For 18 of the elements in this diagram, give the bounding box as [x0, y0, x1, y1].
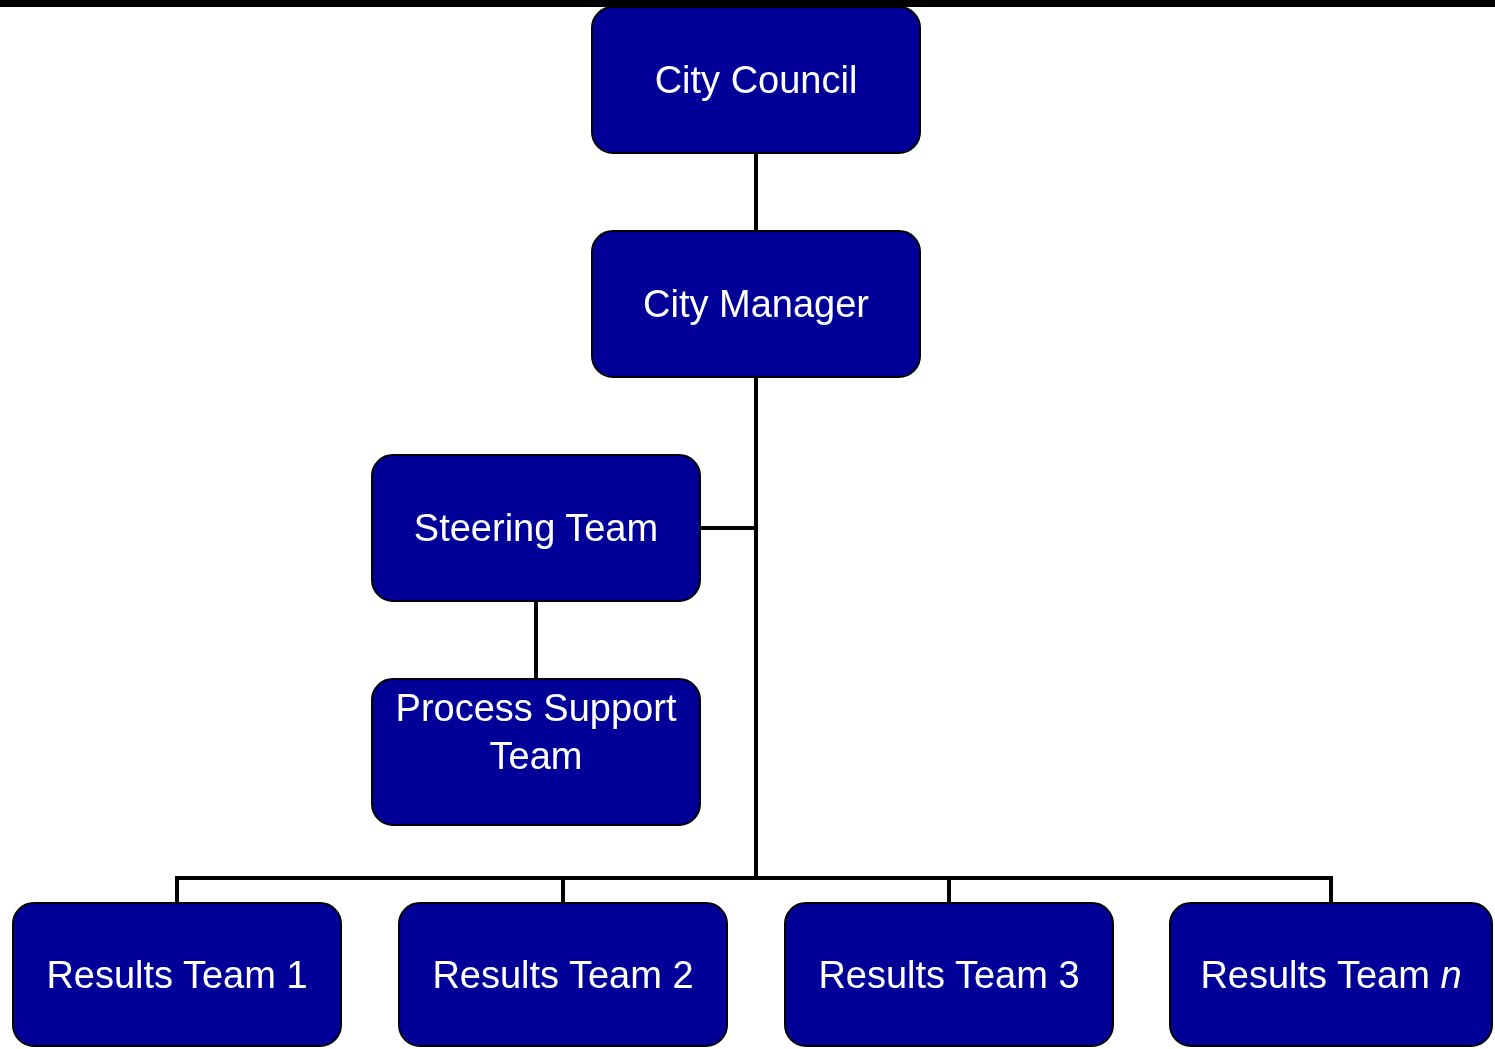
- org-box: [398, 902, 728, 1047]
- box-label: City Council: [654, 58, 858, 103]
- box-label: Steering Team: [413, 506, 659, 551]
- org-box: [371, 678, 701, 826]
- box-label: Results Team 1: [46, 952, 308, 998]
- box-label: Results Team 2: [432, 952, 694, 998]
- box-label: Results Team 3: [818, 952, 1080, 998]
- connector-line: [754, 154, 758, 230]
- org-box: [371, 454, 701, 602]
- org-box: [12, 902, 342, 1047]
- box-label: Process Support Team: [394, 686, 678, 779]
- connector-line: [534, 602, 538, 678]
- org-box: [591, 230, 921, 378]
- org-box: [1169, 902, 1493, 1047]
- box-label: Results Team n: [1200, 952, 1462, 998]
- org-box: [784, 902, 1114, 1047]
- box-label: City Manager: [643, 282, 869, 327]
- org-box: [591, 6, 921, 154]
